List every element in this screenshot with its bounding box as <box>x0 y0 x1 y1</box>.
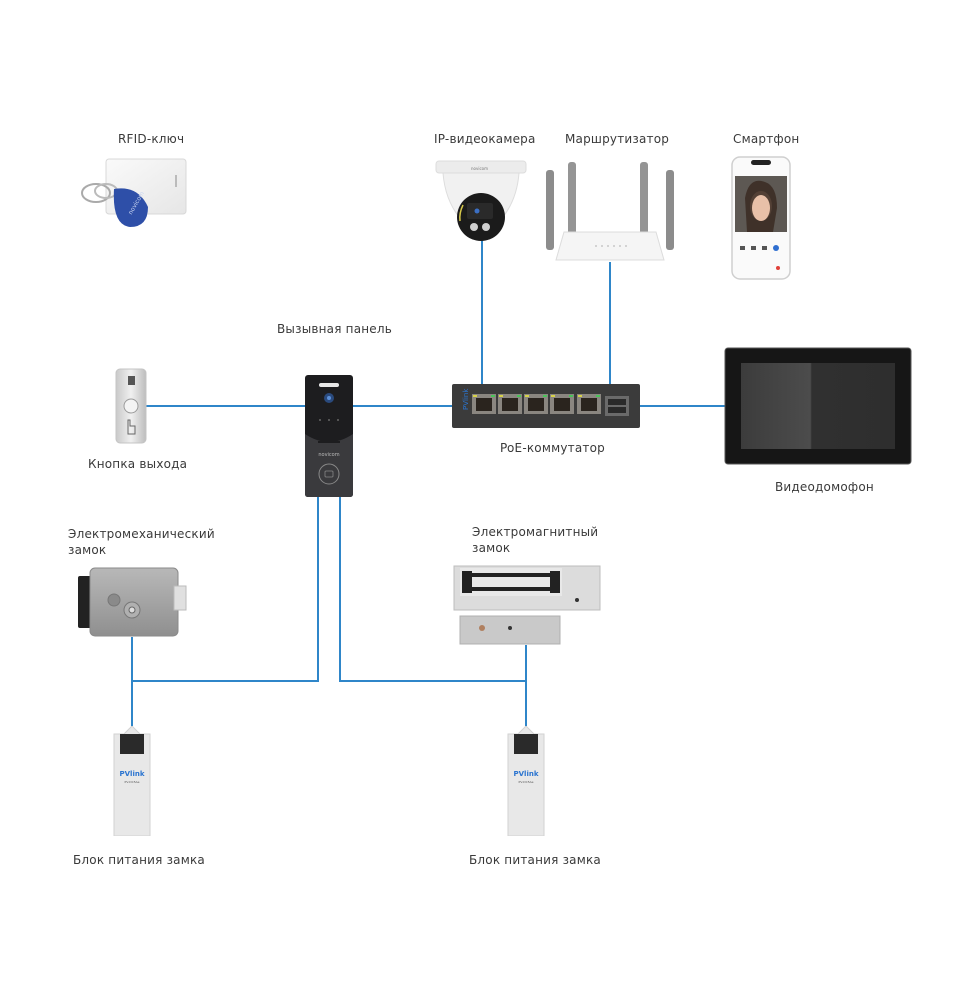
psu-left-model: PV-DC5Ae <box>125 780 140 784</box>
psu-right-label: Блок питания замка <box>469 853 601 867</box>
svg-text:PVlink: PVlink <box>462 388 470 410</box>
ip-camera-label: IP-видеокамера <box>434 132 536 146</box>
video-intercom-label: Видеодомофон <box>775 480 874 494</box>
poe-switch-label: PoE-коммутатор <box>500 441 605 455</box>
wire-panel-electromag-lock <box>339 497 526 682</box>
electromag-lock-icon <box>453 565 601 645</box>
electromag-lock-label-line2: замок <box>472 541 511 555</box>
exit-button-icon[interactable] <box>114 368 148 444</box>
router-label: Маршрутизатор <box>565 132 670 146</box>
svg-text:novicom: novicom <box>318 452 339 458</box>
ip-camera-icon: novicom <box>435 160 527 241</box>
psu-left-label: Блок питания замка <box>73 853 205 867</box>
psu-right-brand: PVlink <box>514 770 539 778</box>
psu-right-model: PV-DC5Ae <box>519 780 534 784</box>
electromech-lock-label-line1: Электромеханический <box>68 527 215 541</box>
router-icon <box>546 162 674 261</box>
video-intercom-icon[interactable] <box>724 347 912 465</box>
rfid-key-icon: novicom <box>81 158 187 227</box>
wire-panel-electromech-lock <box>132 497 319 682</box>
smartphone-label: Смартфон <box>733 132 800 146</box>
poe-switch-icon: PVlink <box>452 384 640 428</box>
call-panel-label: Вызывная панель <box>277 322 393 336</box>
svg-text:novicom: novicom <box>471 166 488 171</box>
rfid-label: RFID-ключ <box>118 132 185 146</box>
electromech-lock-label-line2: замок <box>68 543 107 557</box>
psu-left-brand: PVlink <box>120 770 145 778</box>
electromag-lock-label-line1: Электромагнитный <box>472 525 599 539</box>
psu-right-icon: PVlink PV-DC5Ae <box>507 726 545 836</box>
call-panel-icon: novicom <box>305 375 353 497</box>
smartphone-icon <box>731 156 791 280</box>
electromech-lock-icon <box>78 567 187 637</box>
psu-left-icon: PVlink PV-DC5Ae <box>113 726 151 836</box>
exit-button-label: Кнопка выхода <box>88 457 188 471</box>
